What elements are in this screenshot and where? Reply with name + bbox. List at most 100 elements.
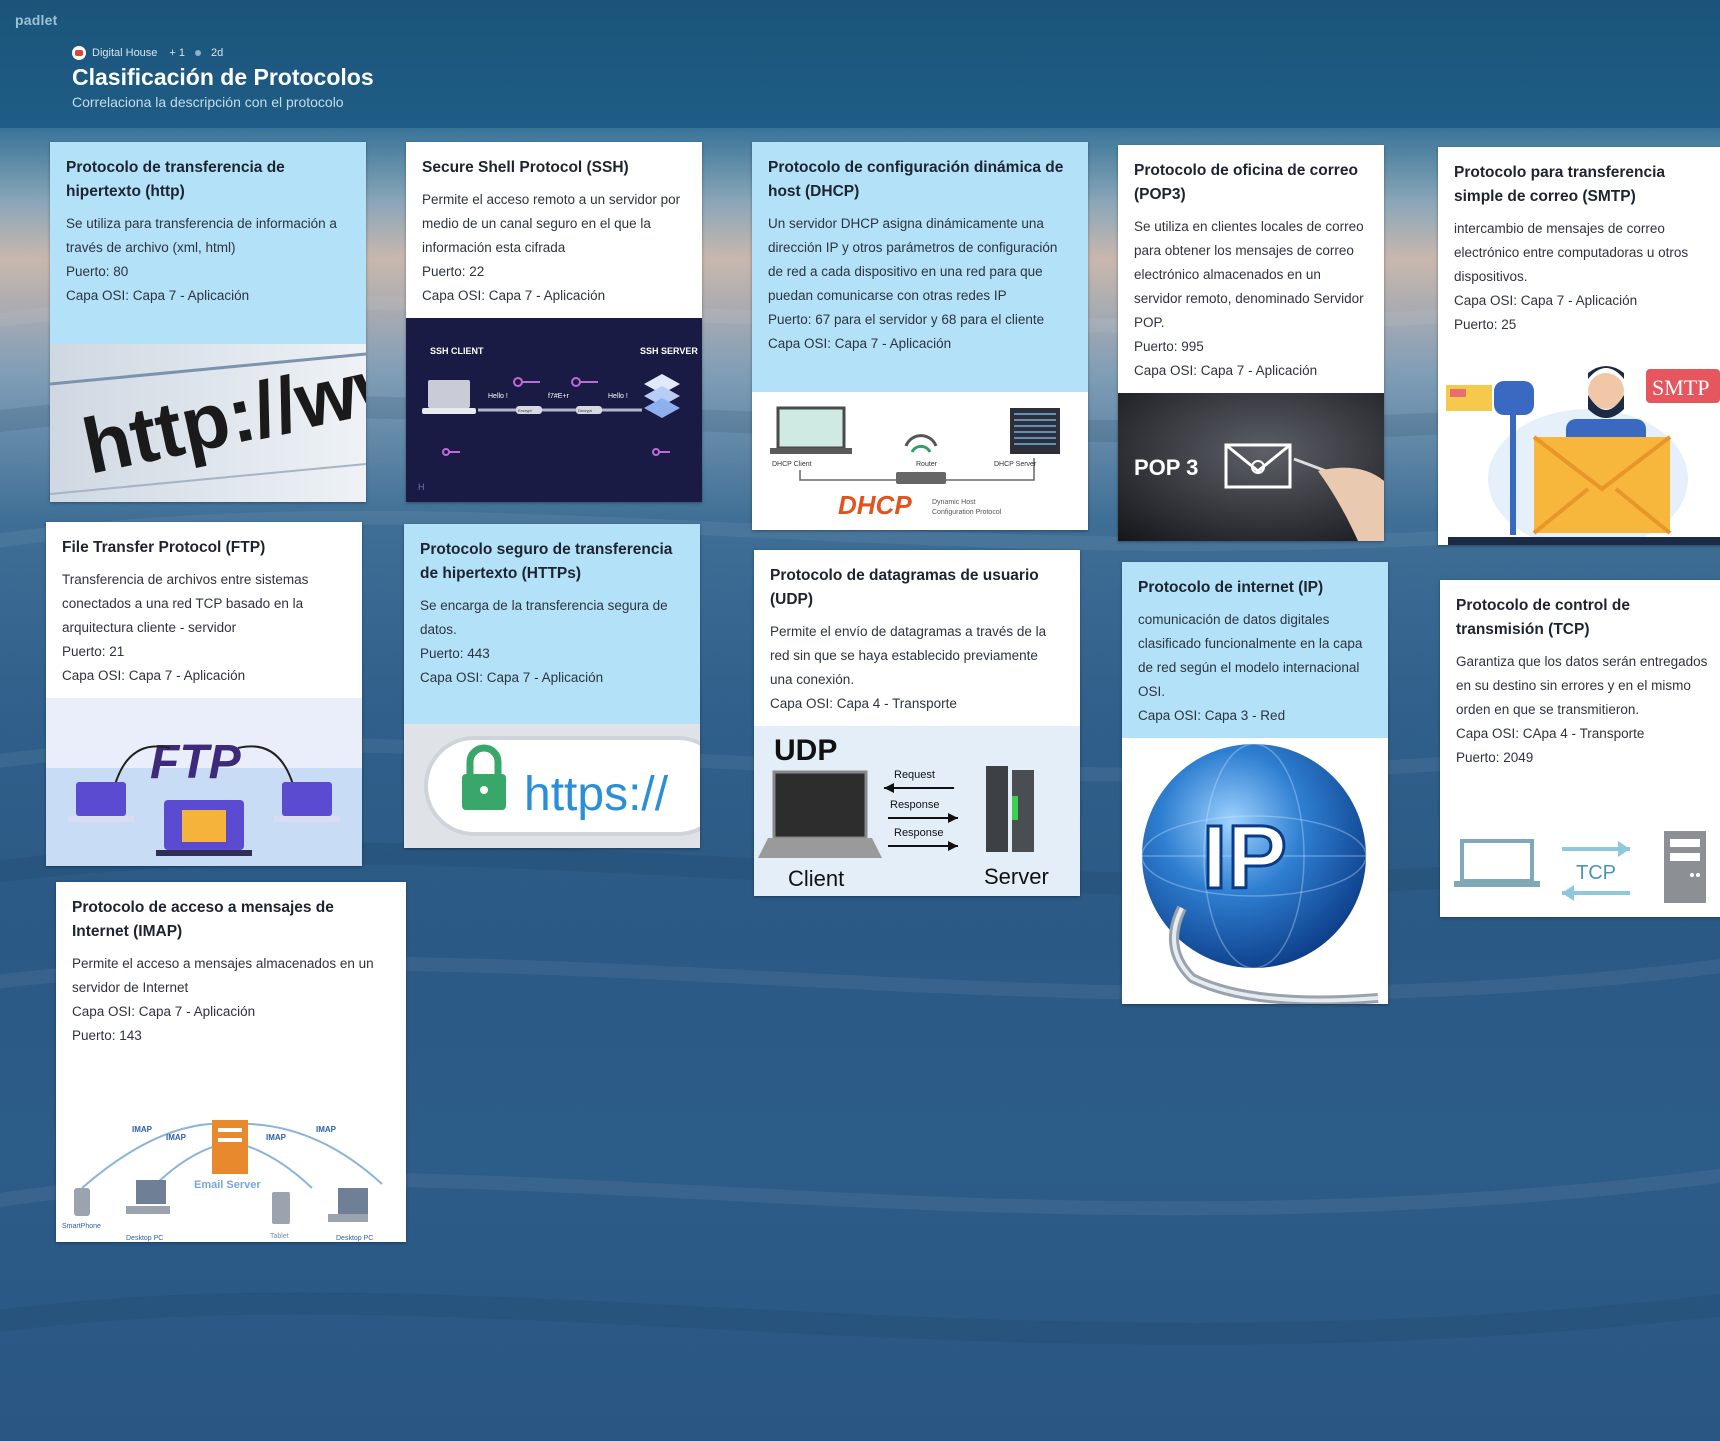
post-port: Puerto: 995: [1134, 339, 1204, 354]
post-title: Protocolo de configuración dinámica de h…: [768, 159, 1064, 200]
post-osi-layer: Capa OSI: Capa 7 - Aplicación: [62, 668, 246, 683]
svg-text:Desktop PC: Desktop PC: [126, 1235, 163, 1242]
dhcp-diagram-image[interactable]: DHCP Client Router DHCP Server DHCP Dyna…: [752, 392, 1088, 530]
post-osi-layer: Capa OSI: Capa 7 - Aplicación: [1454, 293, 1638, 308]
ip-image[interactable]: IP: [1122, 738, 1388, 1004]
post-card-imap[interactable]: Protocolo de acceso a mensajes de Intern…: [56, 882, 406, 1242]
post-title: Protocolo seguro de transferencia de hip…: [420, 541, 673, 582]
pop3-image[interactable]: POP 3: [1118, 393, 1384, 541]
post-title: Protocolo de acceso a mensajes de Intern…: [72, 899, 334, 940]
svg-text:POP 3: POP 3: [1134, 455, 1198, 480]
post-card-ssh[interactable]: Secure Shell Protocol (SSH) Permite el a…: [406, 142, 702, 502]
svg-text:IMAP: IMAP: [166, 1133, 187, 1142]
tcp-image[interactable]: TCP: [1440, 813, 1720, 917]
post-port: Puerto: 443: [420, 646, 490, 661]
contributors-count: + 1: [169, 47, 186, 59]
ssh-diagram-image[interactable]: SSH CLIENT SSH SERVER Encrypt Decrypt He…: [406, 318, 702, 502]
svg-text:Decrypt: Decrypt: [578, 408, 593, 413]
svg-text:SMTP: SMTP: [1652, 375, 1709, 400]
post-osi-layer: Capa OSI: Capa 7 - Aplicación: [768, 336, 952, 351]
post-description: Un servidor DHCP asigna dinámicamente un…: [768, 216, 1058, 303]
post-osi-layer: Capa OSI: Capa 7 - Aplicación: [72, 1004, 256, 1019]
post-description: Garantiza que los datos serán entregados…: [1456, 654, 1708, 717]
post-card-pop3[interactable]: Protocolo de oficina de correo (POP3) Se…: [1118, 145, 1384, 541]
post-osi-layer: Capa OSI: Capa 7 - Aplicación: [66, 288, 250, 303]
svg-text:IP: IP: [1202, 808, 1287, 908]
post-card-dhcp[interactable]: Protocolo de configuración dinámica de h…: [752, 142, 1088, 530]
post-osi-layer: Capa OSI: Capa 7 - Aplicación: [1134, 363, 1318, 378]
svg-text:Tablet: Tablet: [270, 1233, 289, 1240]
smtp-image[interactable]: SMTP: [1438, 359, 1720, 545]
post-card-ftp[interactable]: File Transfer Protocol (FTP) Transferenc…: [46, 522, 362, 866]
post-description: comunicación de datos digitales clasific…: [1138, 612, 1363, 699]
https-image[interactable]: https://: [404, 724, 700, 848]
page-subtitle: Correlaciona la descripción con el proto…: [72, 94, 344, 110]
svg-text:Client: Client: [788, 866, 844, 891]
svg-text:H: H: [418, 482, 425, 492]
post-description: Permite el acceso a mensajes almacenados…: [72, 956, 374, 995]
svg-text:Response: Response: [894, 827, 944, 839]
svg-text:DHCP: DHCP: [838, 490, 912, 520]
imap-diagram-image[interactable]: IMAP IMAP IMAP IMAP Email Server SmartPh…: [56, 1092, 406, 1242]
svg-text:TCP: TCP: [1576, 862, 1616, 884]
svg-text:IMAP: IMAP: [316, 1125, 337, 1134]
page-title: Clasificación de Protocolos: [72, 64, 374, 90]
post-title: Protocolo de control de transmisión (TCP…: [1456, 597, 1630, 638]
padlet-logo[interactable]: padlet: [15, 12, 58, 28]
author-name[interactable]: Digital House: [92, 47, 158, 59]
svg-text:Email Server: Email Server: [194, 1179, 261, 1191]
post-osi-layer: Capa OSI: CApa 4 - Transporte: [1456, 726, 1645, 741]
svg-text:IMAP: IMAP: [266, 1133, 287, 1142]
post-port: Puerto: 67 para el servidor y 68 para el…: [768, 312, 1045, 327]
svg-text:f7#E+r: f7#E+r: [548, 393, 569, 400]
post-description: Permite el acceso remoto a un servidor p…: [422, 192, 681, 255]
post-card-udp[interactable]: Protocolo de datagramas de usuario (UDP)…: [754, 550, 1080, 896]
udp-diagram-image[interactable]: UDP Client Request Response Response Ser…: [754, 726, 1080, 896]
post-osi-layer: Capa OSI: Capa 4 - Transporte: [770, 696, 957, 711]
svg-text:IMAP: IMAP: [132, 1125, 153, 1134]
post-card-https[interactable]: Protocolo seguro de transferencia de hip…: [404, 524, 700, 848]
author-avatar[interactable]: [72, 46, 86, 60]
post-title: Protocolo de internet (IP): [1138, 579, 1324, 596]
separator-dot-icon: [195, 50, 202, 56]
post-description: Se encarga de la transferencia segura de…: [420, 598, 668, 637]
post-description: Transferencia de archivos entre sistemas…: [62, 572, 309, 635]
svg-text:https://: https://: [524, 768, 669, 821]
post-card-ip[interactable]: Protocolo de internet (IP) comunicación …: [1122, 562, 1388, 1004]
post-description: Permite el envío de datagramas a través …: [770, 624, 1047, 687]
ftp-image[interactable]: FTP: [46, 698, 362, 866]
post-card-smtp[interactable]: Protocolo para transferencia simple de c…: [1438, 147, 1720, 545]
svg-text:FTP: FTP: [150, 736, 242, 789]
post-title: Protocolo de datagramas de usuario (UDP): [770, 567, 1039, 608]
svg-text:Request: Request: [894, 769, 935, 781]
post-osi-layer: Capa OSI: Capa 3 - Red: [1138, 708, 1286, 723]
svg-text:SmartPhone: SmartPhone: [62, 1223, 101, 1230]
post-card-http[interactable]: Protocolo de transferencia de hipertexto…: [50, 142, 366, 502]
post-title: Protocolo de oficina de correo (POP3): [1134, 162, 1358, 203]
post-title: Protocolo de transferencia de hipertexto…: [66, 159, 285, 200]
svg-text:Router: Router: [916, 461, 938, 468]
svg-text:Hello !: Hello !: [488, 393, 508, 400]
svg-text:Configuration Protocol: Configuration Protocol: [932, 509, 1002, 516]
post-osi-layer: Capa OSI: Capa 7 - Aplicación: [420, 670, 604, 685]
post-title: File Transfer Protocol (FTP): [62, 539, 266, 556]
svg-text:SSH CLIENT: SSH CLIENT: [430, 346, 484, 356]
svg-text:Response: Response: [890, 799, 940, 811]
board-header: padlet Digital House + 1 2d Clasificació…: [0, 0, 1720, 128]
post-title: Protocolo para transferencia simple de c…: [1454, 164, 1666, 205]
svg-text:Server: Server: [984, 864, 1049, 889]
post-port: Puerto: 22: [422, 264, 485, 279]
post-card-tcp[interactable]: Protocolo de control de transmisión (TCP…: [1440, 580, 1720, 917]
svg-text:UDP: UDP: [774, 734, 837, 767]
post-osi-layer: Capa OSI: Capa 7 - Aplicación: [422, 288, 606, 303]
svg-text:DHCP Server: DHCP Server: [994, 461, 1037, 468]
http-image[interactable]: http://ww: [50, 344, 366, 502]
post-port: Puerto: 2049: [1456, 750, 1534, 765]
svg-text:SSH SERVER: SSH SERVER: [640, 346, 698, 356]
svg-text:Hello !: Hello !: [608, 393, 628, 400]
post-port: Puerto: 80: [66, 264, 129, 279]
post-port: Puerto: 143: [72, 1028, 142, 1043]
post-description: Se utiliza en clientes locales de correo…: [1134, 219, 1364, 330]
post-port: Puerto: 25: [1454, 317, 1517, 332]
board-meta: Digital House + 1 2d: [72, 46, 223, 60]
